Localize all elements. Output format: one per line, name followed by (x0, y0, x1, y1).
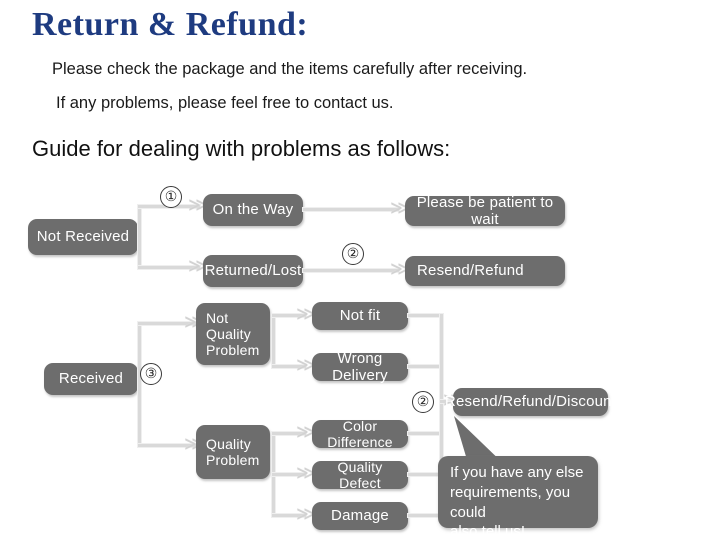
arrow-to-returned-lost: ≫ (188, 255, 208, 277)
node-on-the-way[interactable]: On the Way (203, 194, 303, 226)
connector-not-received-lower (138, 266, 200, 269)
arrow-to-damage: ≫ (296, 503, 316, 525)
connector-nqp-to-not-fit (272, 314, 306, 317)
step-marker-1: ① (160, 186, 182, 208)
connector-merge-quality-defect (408, 473, 442, 476)
node-quality-problem[interactable]: Quality Problem (196, 425, 270, 479)
connector-received-upper (138, 322, 196, 325)
connector-merge-bus (440, 314, 443, 517)
callout-line-1: If you have any else (450, 464, 584, 481)
arrow-to-on-the-way: ≫ (188, 194, 208, 216)
guide-heading: Guide for dealing with problems as follo… (32, 136, 451, 161)
connector-nqp-split (272, 314, 275, 367)
step-marker-2-top: ② (342, 243, 364, 265)
node-color-difference[interactable]: Color Difference (312, 418, 408, 450)
intro-line-2: If any problems, please feel free to con… (56, 94, 394, 112)
connector-not-received-split (138, 205, 141, 269)
connector-received-split (138, 322, 141, 447)
node-resend-refund-discount[interactable]: Resend/Refund/Discount (445, 388, 616, 416)
connector-merge-wrong-delivery (408, 365, 442, 368)
node-resend-refund[interactable]: Resend/Refund (405, 256, 565, 286)
connector-received-lower (138, 444, 196, 447)
connector-returned-lost-to-resend (303, 269, 399, 272)
node-quality-defect[interactable]: Quality Defect (312, 459, 408, 491)
callout-bubble: If you have any else requirements, you c… (438, 456, 598, 540)
arrow-to-color-difference: ≫ (296, 421, 316, 443)
node-not-quality-problem-line-3: Problem (206, 342, 260, 359)
node-not-quality-problem-line-2: Quality (206, 325, 251, 342)
connector-qp-to-color-difference (272, 432, 306, 435)
node-damage[interactable]: Damage (312, 502, 408, 530)
node-not-fit[interactable]: Not fit (312, 302, 408, 330)
connector-qp-to-damage (272, 514, 306, 517)
node-quality-problem-line-1: Quality (206, 435, 251, 452)
callout-line-2: requirements, you could (450, 483, 571, 521)
node-not-received[interactable]: Not Received (28, 219, 138, 255)
arrow-to-not-fit: ≫ (296, 303, 316, 325)
arrow-to-resend-refund: ≫ (390, 258, 410, 280)
intro-line-1: Please check the package and the items c… (52, 60, 528, 78)
node-please-be-patient-to-wait[interactable]: Please be patient to wait (405, 194, 565, 228)
connector-qp-to-quality-defect (272, 473, 306, 476)
node-wrong-delivery[interactable]: Wrong Delivery (312, 350, 408, 384)
step-marker-3: ③ (140, 363, 162, 385)
arrow-to-please-be-patient: ≫ (390, 197, 410, 219)
node-received[interactable]: Received (44, 363, 138, 395)
node-returned-lost[interactable]: Returned/Lost (203, 255, 303, 287)
connector-merge-color-difference (408, 432, 442, 435)
connector-nqp-to-wrong-delivery (272, 365, 306, 368)
connector-on-the-way-to-wait (303, 208, 399, 211)
arrow-to-wrong-delivery: ≫ (296, 354, 316, 376)
arrow-to-quality-defect: ≫ (296, 462, 316, 484)
connector-bus-to-resend-discount (440, 400, 452, 403)
callout-line-3: also tell us! (450, 523, 526, 541)
connector-merge-not-fit (408, 314, 442, 317)
node-not-quality-problem[interactable]: Not Quality Problem (196, 303, 270, 365)
connector-merge-damage (408, 514, 442, 517)
node-quality-problem-line-2: Problem (206, 452, 260, 468)
node-not-quality-problem-line-1: Not (206, 309, 229, 326)
step-marker-2-bottom: ② (412, 391, 434, 413)
page-title: Return & Refund: (32, 6, 309, 43)
